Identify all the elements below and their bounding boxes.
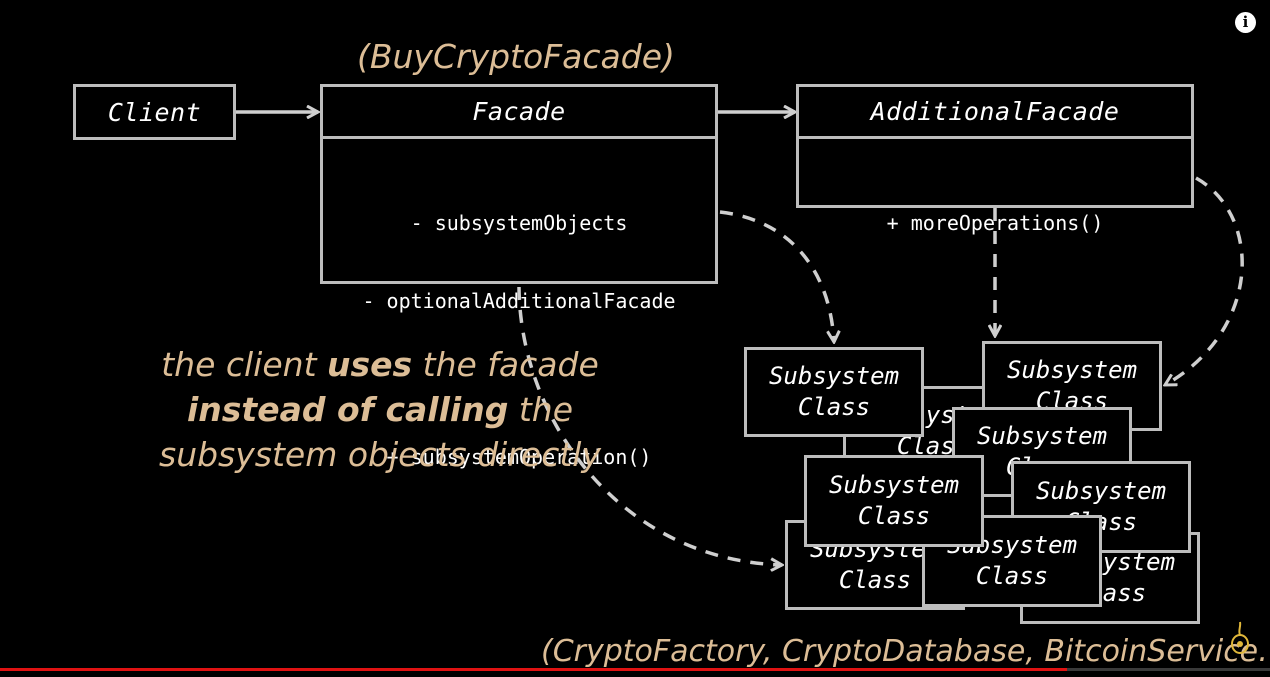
subsystem-line-1: Subsystem: [828, 471, 960, 499]
subsystem-stereotype-label: (CryptoFactory, CryptoDatabase, BitcoinS…: [541, 634, 1270, 669]
facade-member: - subsystemObjects: [410, 211, 628, 235]
subsystem-line-2: Class: [857, 502, 931, 530]
note-line-2: instead of calling the: [120, 387, 640, 432]
note-line-1-pre: the client: [161, 345, 327, 384]
additional-facade-members: + moreOperations(): [799, 139, 1191, 288]
note-line-1: the client uses the facade: [120, 342, 640, 387]
additional-facade-box: AdditionalFacade + moreOperations(): [796, 84, 1194, 235]
subsystem-line-1: Subsystem: [768, 362, 900, 390]
subsystem-line-1: Subsystem: [1006, 356, 1138, 384]
channel-logo-icon: [1231, 621, 1249, 654]
facade-to-subsystem-dashed-arrow: [719, 210, 834, 342]
note-line-2-bold: instead of calling: [186, 390, 509, 429]
facade-title: Facade: [323, 87, 715, 139]
facade-box: Facade - subsystemObjects - optionalAddi…: [320, 84, 718, 469]
client-box: Client: [73, 84, 236, 140]
subsystem-class-box: Subsystem Class: [744, 347, 924, 437]
facade-member: + subsystemOperation(): [386, 445, 652, 469]
subsystem-class-box: Subsystem Class: [804, 455, 984, 547]
subsystem-line-2: Class: [838, 566, 912, 594]
subsystem-line-1: Subsystem: [976, 422, 1108, 450]
additional-facade-title: AdditionalFacade: [799, 87, 1191, 139]
client-title: Client: [107, 97, 202, 127]
additional-right-dashed-arrow: [1165, 176, 1244, 385]
facade-member: - optionalAdditionalFacade: [362, 289, 676, 313]
additional-facade-member: + moreOperations(): [886, 211, 1104, 235]
note-line-1-bold: uses: [327, 345, 413, 384]
video-progress-fill[interactable]: [0, 668, 1067, 671]
subsystem-line-2: Class: [975, 562, 1049, 590]
subsystem-line-1: Subsystem: [1035, 477, 1167, 505]
facade-bottom-dashed-arrow: [517, 286, 782, 565]
note-line-2-post: the: [508, 390, 574, 429]
note-line-1-post: the facade: [412, 345, 599, 384]
note-line-3: subsystem objects directly: [159, 435, 601, 474]
explanation-note: the client uses the facade instead of ca…: [120, 342, 640, 477]
facade-members: - subsystemObjects - optionalAdditionalF…: [323, 139, 715, 522]
info-icon[interactable]: i: [1235, 12, 1256, 33]
subsystem-line-2: Class: [797, 393, 871, 421]
facade-stereotype-label: (BuyCryptoFacade): [357, 37, 675, 76]
